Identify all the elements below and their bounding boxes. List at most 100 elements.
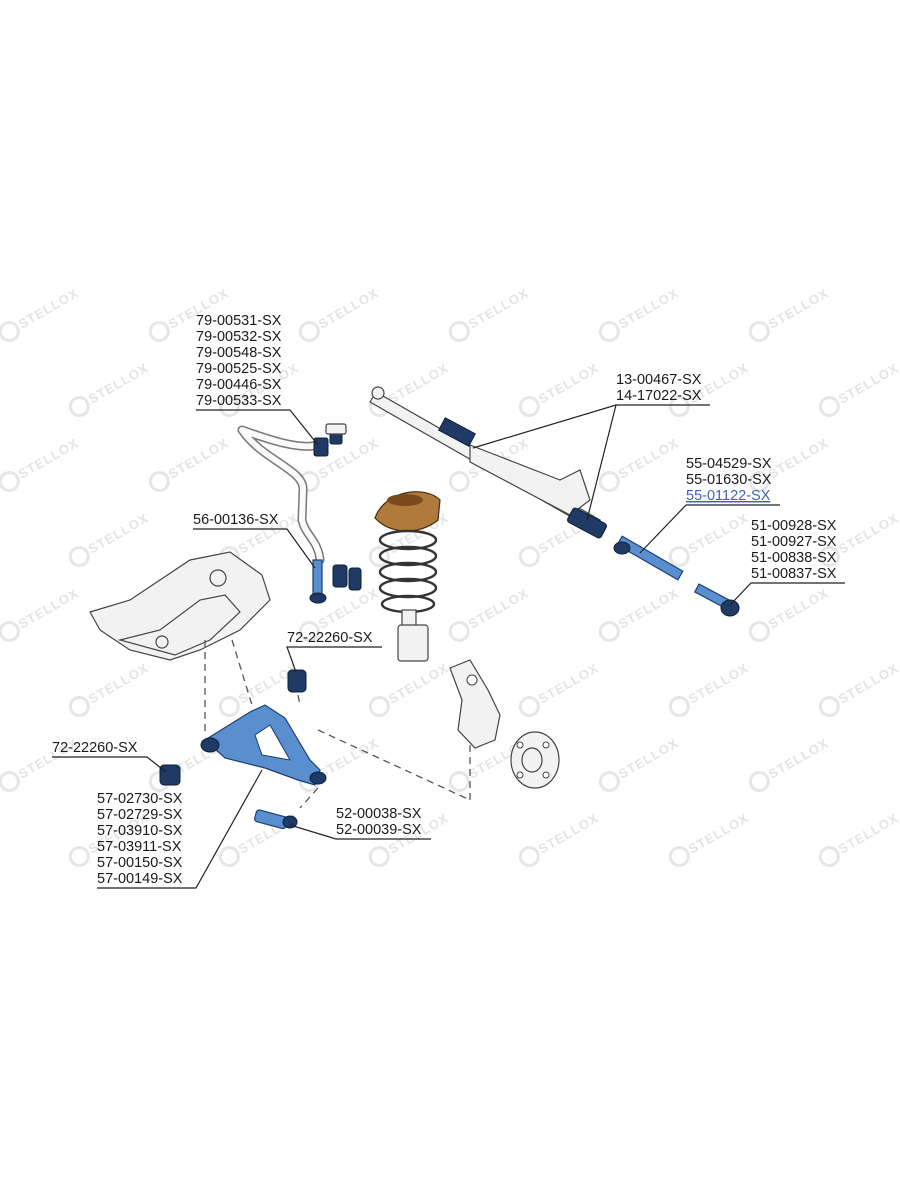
label-group-stabilizer-link: 56-00136-SX — [193, 512, 316, 569]
part-number[interactable]: 52-00038-SX — [336, 806, 422, 822]
part-number[interactable]: 79-00531-SX — [196, 313, 282, 329]
part-number[interactable]: 79-00525-SX — [196, 361, 282, 377]
steering-rack-part — [369, 386, 607, 539]
svg-text:STELLOX: STELLOX — [686, 810, 751, 856]
svg-text:STELLOX: STELLOX — [466, 285, 531, 331]
watermark-logo: STELLOX — [818, 810, 900, 868]
svg-text:STELLOX: STELLOX — [466, 585, 531, 631]
watermark-logo: STELLOX — [668, 810, 751, 868]
stabilizer-bar-part — [237, 425, 325, 565]
part-number[interactable]: 55-04529-SX — [686, 456, 772, 472]
part-number[interactable]: 14-17022-SX — [616, 388, 702, 404]
svg-text:STELLOX: STELLOX — [616, 435, 681, 481]
svg-text:STELLOX: STELLOX — [766, 735, 831, 781]
tie-rod-part — [613, 535, 684, 581]
watermark-logo: STELLOX — [68, 660, 151, 718]
svg-text:STELLOX: STELLOX — [536, 660, 601, 706]
part-number[interactable]: 57-02730-SX — [97, 791, 183, 807]
label-group-stabilizer-bushings: 79-00531-SX 79-00532-SX 79-00548-SX 79-0… — [196, 313, 319, 446]
watermark-logo: STELLOX — [518, 660, 601, 718]
watermark-logo: STELLOX — [598, 435, 681, 493]
part-number[interactable]: 51-00837-SX — [751, 566, 837, 582]
arm-bushing-rear-part — [287, 669, 307, 693]
watermark-logo: STELLOX — [668, 510, 751, 568]
part-number[interactable]: 57-02729-SX — [97, 807, 183, 823]
part-number[interactable]: 72-22260-SX — [287, 630, 373, 646]
svg-text:STELLOX: STELLOX — [86, 360, 151, 406]
part-number[interactable]: 79-00532-SX — [196, 329, 282, 345]
watermark-logo: STELLOX — [598, 585, 681, 643]
part-number[interactable]: 57-00149-SX — [97, 871, 183, 887]
assembly-lines — [204, 639, 471, 809]
stabilizer-bushing-part — [313, 423, 347, 457]
part-number-link[interactable]: 55-01122-SX — [686, 488, 771, 504]
svg-text:STELLOX: STELLOX — [766, 585, 831, 631]
watermark-logo: STELLOX — [448, 285, 531, 343]
watermark-logo: STELLOX — [818, 360, 900, 418]
svg-text:STELLOX: STELLOX — [316, 585, 381, 631]
tie-rod-end-part — [693, 583, 740, 617]
subframe-part — [89, 551, 271, 661]
part-number[interactable]: 57-00150-SX — [97, 855, 183, 871]
watermark-logo: STELLOX — [68, 510, 151, 568]
watermark-logo: STELLOX — [0, 435, 81, 493]
svg-text:STELLOX: STELLOX — [836, 360, 900, 406]
part-number[interactable]: 79-00446-SX — [196, 377, 282, 393]
part-number[interactable]: 51-00928-SX — [751, 518, 837, 534]
watermark-logo: STELLOX — [448, 585, 531, 643]
part-number[interactable]: 79-00533-SX — [196, 393, 282, 409]
svg-text:STELLOX: STELLOX — [166, 435, 231, 481]
watermark-logo: STELLOX — [368, 660, 451, 718]
svg-text:STELLOX: STELLOX — [686, 660, 751, 706]
svg-text:STELLOX: STELLOX — [836, 510, 900, 556]
part-number[interactable]: 72-22260-SX — [52, 740, 138, 756]
stabilizer-link-part — [309, 559, 362, 604]
part-number[interactable]: 51-00927-SX — [751, 534, 837, 550]
part-number[interactable]: 79-00548-SX — [196, 345, 282, 361]
svg-text:STELLOX: STELLOX — [616, 735, 681, 781]
label-group-tie-rod: 55-04529-SX 55-01630-SX 55-01122-SX — [639, 456, 780, 554]
svg-text:STELLOX: STELLOX — [616, 285, 681, 331]
svg-text:STELLOX: STELLOX — [836, 660, 900, 706]
svg-text:STELLOX: STELLOX — [316, 735, 381, 781]
svg-text:STELLOX: STELLOX — [616, 585, 681, 631]
watermark-logo: STELLOX — [0, 285, 81, 343]
watermark-logo: STELLOX — [598, 735, 681, 793]
svg-text:STELLOX: STELLOX — [16, 285, 81, 331]
svg-text:STELLOX: STELLOX — [766, 435, 831, 481]
ball-joint-part — [254, 809, 298, 830]
watermark-logo: STELLOX — [298, 285, 381, 343]
svg-text:STELLOX: STELLOX — [316, 285, 381, 331]
svg-text:STELLOX: STELLOX — [86, 510, 151, 556]
part-number[interactable]: 52-00039-SX — [336, 822, 422, 838]
watermark-logo: STELLOX — [748, 285, 831, 343]
svg-text:STELLOX: STELLOX — [16, 585, 81, 631]
svg-text:STELLOX: STELLOX — [836, 810, 900, 856]
part-number[interactable]: 13-00467-SX — [616, 372, 702, 388]
watermark-logo: STELLOX — [518, 810, 601, 868]
part-number[interactable]: 51-00838-SX — [751, 550, 837, 566]
label-group-arm-bushing-rear: 72-22260-SX — [286, 630, 382, 673]
arm-bushing-front-part — [159, 764, 181, 786]
svg-text:STELLOX: STELLOX — [86, 660, 151, 706]
label-group-tie-rod-end: 51-00928-SX 51-00927-SX 51-00838-SX 51-0… — [729, 518, 845, 606]
svg-text:STELLOX: STELLOX — [386, 360, 451, 406]
label-group-steering-rack: 13-00467-SX 14-17022-SX — [472, 372, 710, 521]
svg-text:STELLOX: STELLOX — [16, 435, 81, 481]
strut-spring-part — [374, 491, 441, 662]
part-number[interactable]: 57-03910-SX — [97, 823, 183, 839]
part-number[interactable]: 56-00136-SX — [193, 512, 279, 528]
watermark-logo: STELLOX — [668, 660, 751, 718]
watermark-logo: STELLOX — [148, 435, 231, 493]
watermark-logo: STELLOX — [748, 735, 831, 793]
svg-text:STELLOX: STELLOX — [686, 510, 751, 556]
watermark-logo: STELLOX — [0, 585, 81, 643]
part-number[interactable]: 57-03911-SX — [97, 839, 182, 855]
label-group-ball-joint: 52-00038-SX 52-00039-SX — [289, 806, 431, 840]
watermark-logo: STELLOX — [598, 285, 681, 343]
watermark-logo: STELLOX — [818, 660, 900, 718]
label-group-control-arm: 57-02730-SX 57-02729-SX 57-03910-SX 57-0… — [97, 769, 263, 889]
part-number[interactable]: 55-01630-SX — [686, 472, 772, 488]
svg-text:STELLOX: STELLOX — [536, 810, 601, 856]
label-group-arm-bushing-front: 72-22260-SX — [52, 740, 167, 773]
